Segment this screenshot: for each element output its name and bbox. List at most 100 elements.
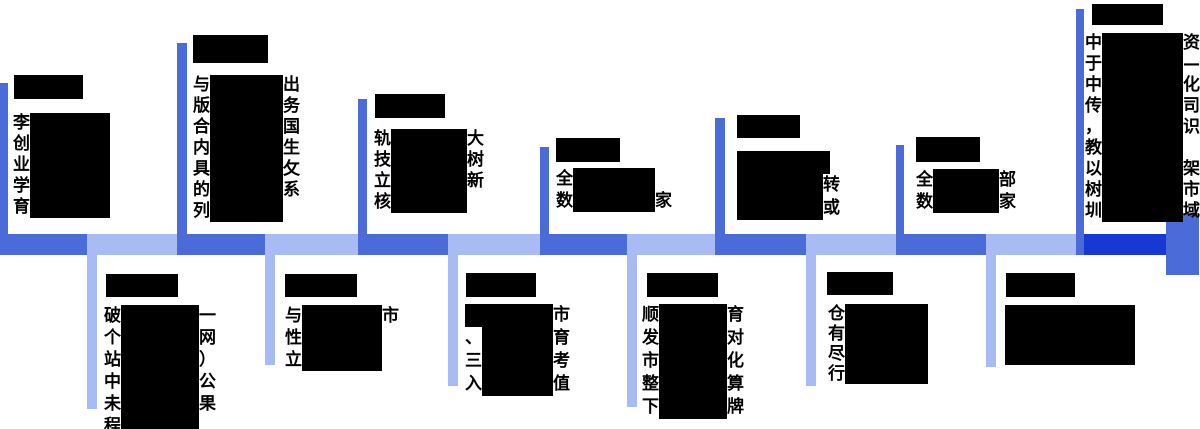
visible-text: 站: [104, 350, 121, 370]
visible-text: 立: [285, 350, 302, 370]
visible-text: 内: [193, 138, 210, 158]
visible-text: 列: [193, 201, 210, 221]
redaction-block: [121, 349, 199, 371]
text-line-above-5-1: [737, 151, 830, 174]
text-line-above-1-1: 李: [13, 113, 110, 134]
redaction-block: [121, 371, 199, 393]
visible-text: 性: [285, 328, 302, 348]
redaction-block: [1005, 345, 1135, 365]
visible-text: 教: [1085, 138, 1102, 158]
visible-text: 部: [999, 170, 1016, 190]
redaction-block: [391, 129, 467, 150]
text-line-below-1-1: 破一: [104, 305, 216, 327]
redaction-block: [1005, 325, 1135, 345]
year-label-redacted-below-1: [106, 274, 178, 297]
text-line-above-7-2: 于—: [1085, 54, 1200, 75]
redaction-block: [659, 396, 727, 419]
timeline-bar-segment-11: [896, 234, 986, 255]
text-line-below-2-3: 立: [285, 349, 382, 371]
visible-text: 创: [13, 134, 30, 154]
text-line-above-3-2: 技树: [374, 150, 484, 171]
redaction-block: [737, 151, 830, 174]
visible-text: 算: [727, 374, 744, 394]
redaction-block: [121, 305, 199, 327]
text-line-below-2-1: 与市: [285, 305, 399, 327]
visible-text: 、: [465, 328, 482, 348]
text-line-below-2-2: 性: [285, 327, 382, 349]
card-connector-above-5: [715, 118, 725, 234]
text-line-below-5-1: 仓: [828, 304, 928, 324]
redaction-block: [210, 180, 283, 201]
card-connector-above-2: [177, 43, 187, 234]
visible-text: 轨: [374, 129, 391, 149]
visible-text: 中: [1085, 75, 1102, 95]
text-line-above-2-6: 的系: [193, 180, 300, 201]
redaction-block: [391, 192, 467, 213]
text-line-above-7-4: 传司: [1085, 96, 1200, 117]
text-line-above-7-6: 教: [1085, 138, 1183, 159]
timeline-bar-segment-2: [87, 234, 177, 255]
redaction-block: [210, 117, 283, 138]
redaction-block: [210, 159, 283, 180]
text-line-above-2-1: 与出: [193, 75, 300, 96]
redaction-block: [659, 350, 727, 373]
visible-text: 对: [727, 328, 744, 348]
visible-text: 立: [374, 171, 391, 191]
redaction-block: [1102, 96, 1183, 117]
year-label-redacted-below-5: [827, 272, 893, 295]
redaction-block: [30, 197, 110, 218]
redaction-block: [30, 176, 110, 197]
year-label-redacted-above-4: [556, 138, 620, 162]
visible-text: 家: [655, 191, 672, 211]
visible-text: 树: [1085, 180, 1102, 200]
visible-text: ，: [1085, 117, 1102, 137]
visible-text: 以: [1085, 159, 1102, 179]
visible-text: 化: [727, 351, 744, 371]
redaction-block: [121, 327, 199, 349]
text-line-above-7-1: 中资: [1085, 33, 1200, 54]
text-line-above-2-4: 内生: [193, 138, 300, 159]
redaction-block: [465, 304, 553, 327]
timeline-bar-segment-10: [806, 234, 896, 255]
visible-text: 务: [283, 96, 300, 116]
text-line-above-3-1: 轨大: [374, 129, 484, 150]
text-line-above-1-2: 创: [13, 134, 110, 155]
redaction-block: [30, 155, 110, 176]
visible-text: 生: [283, 138, 300, 158]
visible-text: 发: [642, 328, 659, 348]
timeline-bar-segment-13: [1076, 234, 1166, 255]
text-line-above-2-2: 版务: [193, 96, 300, 117]
visible-text: 考: [553, 351, 570, 371]
redaction-block: [210, 75, 283, 96]
year-label-redacted-above-2: [193, 35, 268, 63]
visible-text: 树: [467, 150, 484, 170]
redaction-block: [302, 327, 382, 349]
redaction-block: [845, 344, 928, 364]
year-label-redacted-above-1: [14, 75, 83, 99]
visible-text: 大: [467, 129, 484, 149]
text-line-below-5-2: 有: [828, 324, 928, 344]
redaction-block: [1102, 75, 1183, 96]
visible-text: 市: [382, 306, 399, 326]
timeline-bar-segment-12: [986, 234, 1076, 255]
text-line-below-4-5: 下牌: [642, 396, 744, 419]
visible-text: 数: [916, 192, 933, 212]
text-line-below-5-3: 尽: [828, 344, 928, 364]
year-label-redacted-above-3: [375, 94, 445, 118]
visible-text: 中: [104, 372, 121, 392]
redaction-block: [302, 305, 382, 327]
text-line-below-1-6: 程: [104, 415, 199, 429]
visible-text: 识: [1183, 117, 1200, 137]
redaction-block: [845, 364, 928, 384]
redaction-block: [1102, 138, 1183, 159]
visible-text: 数: [556, 191, 573, 211]
card-connector-below-6: [986, 255, 996, 367]
visible-text: 圳: [1085, 201, 1102, 221]
text-line-above-6-1: 全部: [916, 169, 1016, 191]
redaction-block: [933, 191, 999, 213]
visible-text: 下: [642, 397, 659, 417]
text-line-above-7-8: 树市: [1085, 180, 1200, 201]
visible-text: 破: [104, 306, 121, 326]
timeline-bar-segment-6: [448, 234, 540, 255]
text-line-above-7-7: 以架: [1085, 159, 1200, 180]
